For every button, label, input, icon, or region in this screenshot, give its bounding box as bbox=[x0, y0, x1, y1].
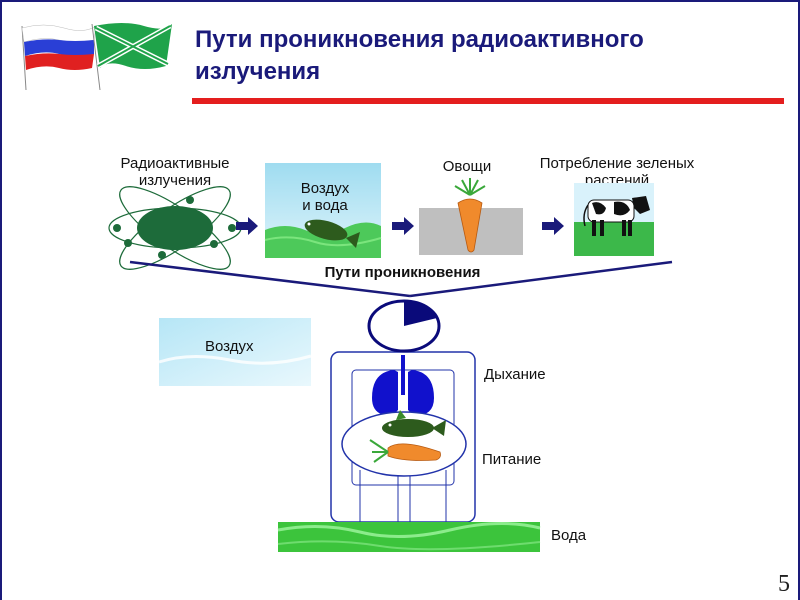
arrow-right-icon bbox=[236, 217, 258, 235]
step-vegetables-label: Овощи bbox=[442, 158, 492, 175]
left-border bbox=[0, 0, 2, 600]
russia-flag-icon bbox=[21, 24, 97, 91]
head-icon bbox=[367, 299, 441, 353]
water-label: Вода bbox=[551, 527, 587, 544]
step-radiation-line1: Радиоактивные bbox=[120, 155, 230, 172]
arrow-right-icon bbox=[542, 217, 564, 235]
top-border bbox=[0, 0, 800, 2]
pathway-bracket bbox=[129, 260, 673, 298]
step-air-water-label: Воздух и вода bbox=[280, 180, 370, 214]
air-label: Воздух bbox=[205, 338, 254, 355]
title-underline bbox=[192, 98, 784, 104]
breathing-label: Дыхание bbox=[484, 366, 546, 383]
step-radiation-label: Радиоактивные излучения bbox=[95, 155, 255, 189]
step-plants-line1: Потребление зеленых bbox=[539, 155, 695, 172]
cow-icon bbox=[583, 196, 650, 236]
slide-title: Пути проникновения радиоактивного излуче… bbox=[195, 24, 755, 88]
page-number: 5 bbox=[778, 571, 790, 597]
carrot-icon bbox=[454, 178, 486, 253]
title-line-1: Пути проникновения радиоактивного bbox=[195, 26, 644, 53]
lungs-icon bbox=[372, 355, 434, 416]
nutrition-label: Питание bbox=[482, 451, 542, 468]
fish-icon bbox=[304, 219, 360, 248]
fish-icon bbox=[382, 410, 446, 437]
arrow-right-icon bbox=[392, 217, 414, 235]
step-air-water-line2: и вода bbox=[302, 197, 348, 214]
carrot-icon bbox=[369, 439, 441, 463]
flags-group bbox=[14, 18, 179, 93]
green-flag-icon bbox=[91, 23, 172, 91]
step-air-water-line1: Воздух bbox=[300, 180, 350, 197]
step-radiation-line2: излучения bbox=[138, 172, 212, 189]
right-border bbox=[798, 0, 800, 600]
bracket-label: Пути проникновения bbox=[324, 264, 481, 281]
atom-icon bbox=[108, 186, 242, 270]
water-panel bbox=[277, 522, 541, 552]
air-water-panel bbox=[264, 163, 382, 258]
title-line-2: излучения bbox=[195, 58, 321, 85]
air-panel bbox=[158, 318, 312, 386]
